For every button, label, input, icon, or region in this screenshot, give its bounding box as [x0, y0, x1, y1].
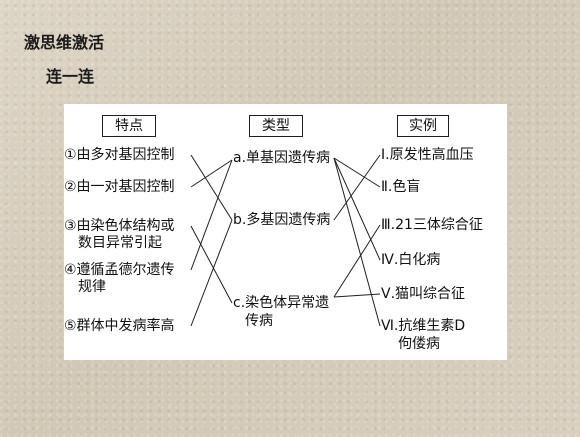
feature-item-2: ②由一对基因控制	[64, 179, 175, 195]
feature-item-4-line1: ④遵循孟德尔遗传	[64, 262, 175, 278]
connector-type-c-example3	[333, 224, 381, 298]
section-heading: 激思维激活	[24, 33, 105, 52]
connector-feature1-type-b	[190, 154, 233, 221]
type-item-a: a.单基因遗传病	[233, 150, 331, 166]
example-item-4: Ⅳ.白化病	[381, 252, 441, 268]
matching-panel: 特点 类型 实例 ①由多对基因控制 ②由一对基因控制 ③由染色体结构或 数目异常…	[64, 104, 507, 360]
type-item-b: b.多基因遗传病	[233, 212, 331, 228]
feature-item-3-line2: 数目异常引起	[78, 235, 162, 251]
connector-type-a-example2	[333, 157, 381, 188]
connector-feature2-type-a	[190, 159, 233, 188]
header-examples: 实例	[397, 115, 449, 137]
connector-lines	[190, 154, 381, 327]
connector-type-c-example5	[333, 293, 381, 298]
type-item-c-line2: 传病	[245, 313, 273, 329]
example-item-3: Ⅲ.21三体综合征	[381, 217, 483, 233]
connector-feature4-type-a	[190, 159, 233, 271]
example-item-6-line2: 佝偻病	[398, 336, 440, 352]
feature-item-1: ①由多对基因控制	[64, 147, 175, 163]
type-item-c-line1: c.染色体异常遗	[233, 295, 330, 311]
connector-feature5-type-b	[190, 219, 233, 327]
feature-item-4-line2: 规律	[78, 279, 106, 295]
section-subheading: 连一连	[46, 67, 95, 86]
connector-type-a-example4	[333, 157, 381, 261]
header-features: 特点	[102, 115, 156, 137]
example-item-1: Ⅰ.原发性高血压	[381, 147, 474, 163]
example-item-6-line1: Ⅵ.抗维生素D	[381, 318, 466, 334]
connector-type-a-example6	[333, 157, 381, 327]
header-types: 类型	[249, 115, 303, 137]
connector-type-b-example1	[333, 154, 381, 221]
connector-feature3-type-c	[190, 225, 233, 304]
feature-item-3-line1: ③由染色体结构或	[64, 218, 175, 234]
example-item-5: Ⅴ.猫叫综合征	[381, 286, 466, 302]
example-item-2: Ⅱ.色盲	[381, 179, 421, 195]
feature-item-5: ⑤群体中发病率高	[64, 318, 175, 334]
